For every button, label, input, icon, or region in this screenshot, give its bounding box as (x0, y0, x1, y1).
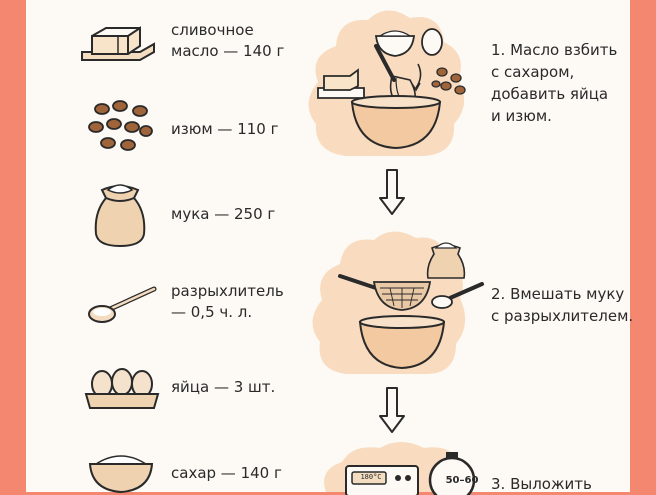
arrow-down-icon (379, 169, 405, 215)
egg-carton-icon (84, 368, 160, 409)
recipe-card: сливочное масло — 140 г изюм — 110 г м (26, 0, 634, 495)
sugar-bowl-icon (88, 455, 154, 494)
step-2-text: с разрыхлителем. (491, 307, 634, 325)
spoon-icon (88, 286, 157, 323)
arrow-down-icon (379, 387, 405, 433)
step-1-text: добавить яйца (491, 85, 609, 103)
step-2-text: 2. Вмешать муку (491, 285, 625, 303)
butter-icon (81, 26, 155, 61)
ingredient-label: изюм — 110 г (171, 120, 279, 138)
step-3-text: 3. Выложить (491, 475, 592, 493)
ingredient-label: — 0,5 ч. л. (171, 303, 253, 321)
ingredient-label: мука — 250 г (171, 205, 276, 223)
step-3-illustration (324, 442, 476, 495)
step-1-illustration (308, 10, 466, 157)
ingredient-label: разрыхлитель (171, 282, 284, 300)
ingredient-label: сливочное (171, 21, 254, 39)
ingredient-label: масло — 140 г (171, 42, 285, 60)
ingredient-label: сахар — 140 г (171, 464, 282, 482)
flour-sack-icon (94, 184, 146, 248)
step-1-text: с сахаром, (491, 63, 575, 81)
oven-temperature: 180°C (360, 473, 382, 481)
step-1-text: 1. Масло взбить (491, 41, 618, 59)
timer-readout: 50–60 (445, 475, 479, 486)
raisins-icon (88, 100, 153, 151)
step-1-text: и изюм. (491, 107, 552, 125)
step-2-illustration (312, 231, 484, 374)
ingredient-label: яйца — 3 шт. (171, 378, 276, 396)
